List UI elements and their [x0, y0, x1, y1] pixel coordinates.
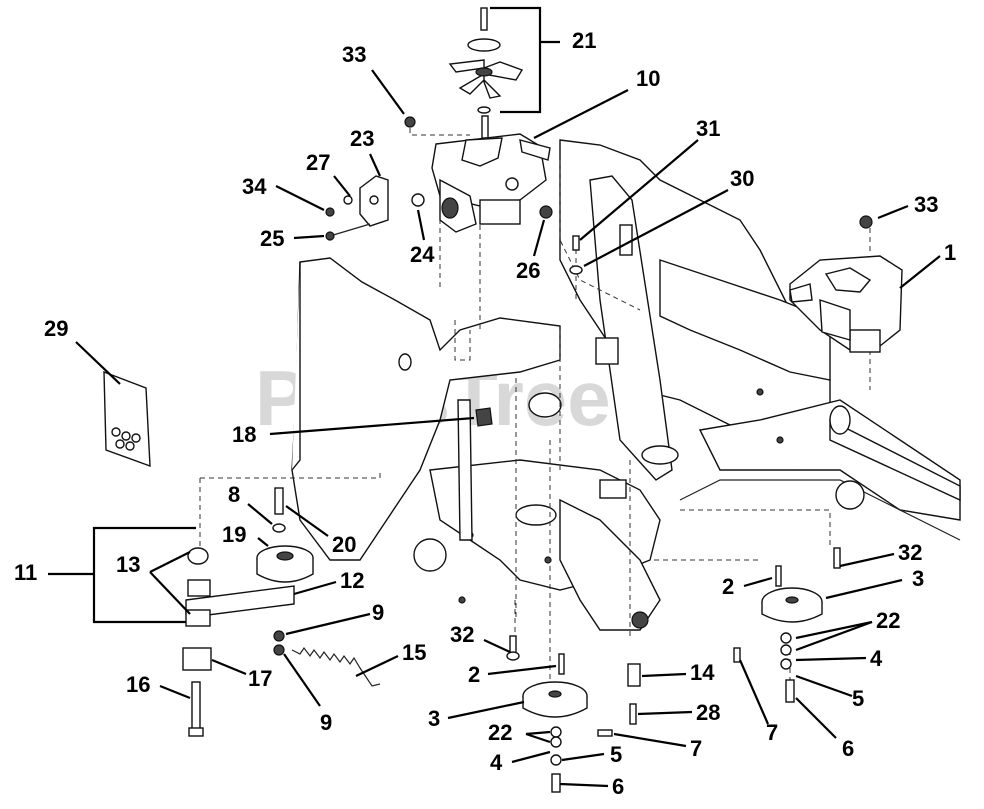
- callout-9: 9: [372, 600, 384, 625]
- transmission-assembly: [431, 115, 551, 233]
- callout-5: 5: [852, 686, 864, 711]
- callout-13: 13: [116, 552, 140, 577]
- callout-24: 24: [410, 242, 435, 267]
- callout-32: 32: [450, 622, 474, 647]
- motor-assembly: [789, 215, 903, 353]
- decal-sheet: [103, 370, 151, 468]
- pulley-left: [522, 653, 613, 793]
- callout-22: 22: [488, 720, 512, 745]
- callout-29: 29: [44, 316, 68, 341]
- callout-10: 10: [636, 66, 660, 91]
- callout-6: 6: [842, 736, 854, 761]
- callout-7: 7: [766, 720, 778, 745]
- callout-5: 5: [610, 742, 622, 767]
- nut-18: [475, 407, 493, 427]
- callout-34: 34: [242, 174, 267, 199]
- callout-33: 33: [914, 192, 938, 217]
- fan-assembly: [448, 7, 524, 114]
- spacers-center: [506, 635, 641, 725]
- chassis-frame: [291, 139, 961, 631]
- callout-7: 7: [690, 736, 702, 761]
- callout-27: 27: [306, 150, 330, 175]
- callout-31: 31: [696, 116, 720, 141]
- bracket-assembly: [325, 116, 583, 275]
- callout-20: 20: [332, 532, 356, 557]
- callout-4: 4: [490, 750, 503, 775]
- callout-2: 2: [468, 662, 480, 687]
- leader-lines: [48, 6, 941, 788]
- callout-2: 2: [722, 574, 734, 599]
- callout-18: 18: [232, 422, 256, 447]
- callout-32: 32: [898, 540, 922, 565]
- callout-4: 4: [870, 646, 883, 671]
- callout-9: 9: [320, 710, 332, 735]
- callout-1: 1: [944, 240, 956, 265]
- callout-19: 19: [222, 522, 246, 547]
- callout-16: 16: [126, 672, 150, 697]
- callout-26: 26: [516, 258, 540, 283]
- pulley-right: [733, 547, 841, 703]
- callout-8: 8: [228, 482, 240, 507]
- callout-12: 12: [340, 568, 364, 593]
- callout-14: 14: [690, 660, 715, 685]
- callout-6: 6: [612, 774, 624, 799]
- callout-21: 21: [572, 28, 596, 53]
- callout-22: 22: [876, 608, 900, 633]
- callout-30: 30: [730, 166, 754, 191]
- callout-labels: 21 33 10 23 27 34 25 24 26 31 30 33 1 29…: [14, 28, 956, 799]
- callout-3: 3: [912, 566, 924, 591]
- callout-33: 33: [342, 42, 366, 67]
- callout-28: 28: [696, 700, 720, 725]
- callout-25: 25: [260, 226, 284, 251]
- callout-11: 11: [14, 560, 37, 585]
- idler-arm-assembly: [182, 487, 381, 737]
- callout-17: 17: [248, 666, 272, 691]
- callout-23: 23: [350, 126, 374, 151]
- callout-15: 15: [402, 640, 426, 665]
- callout-3: 3: [428, 706, 440, 731]
